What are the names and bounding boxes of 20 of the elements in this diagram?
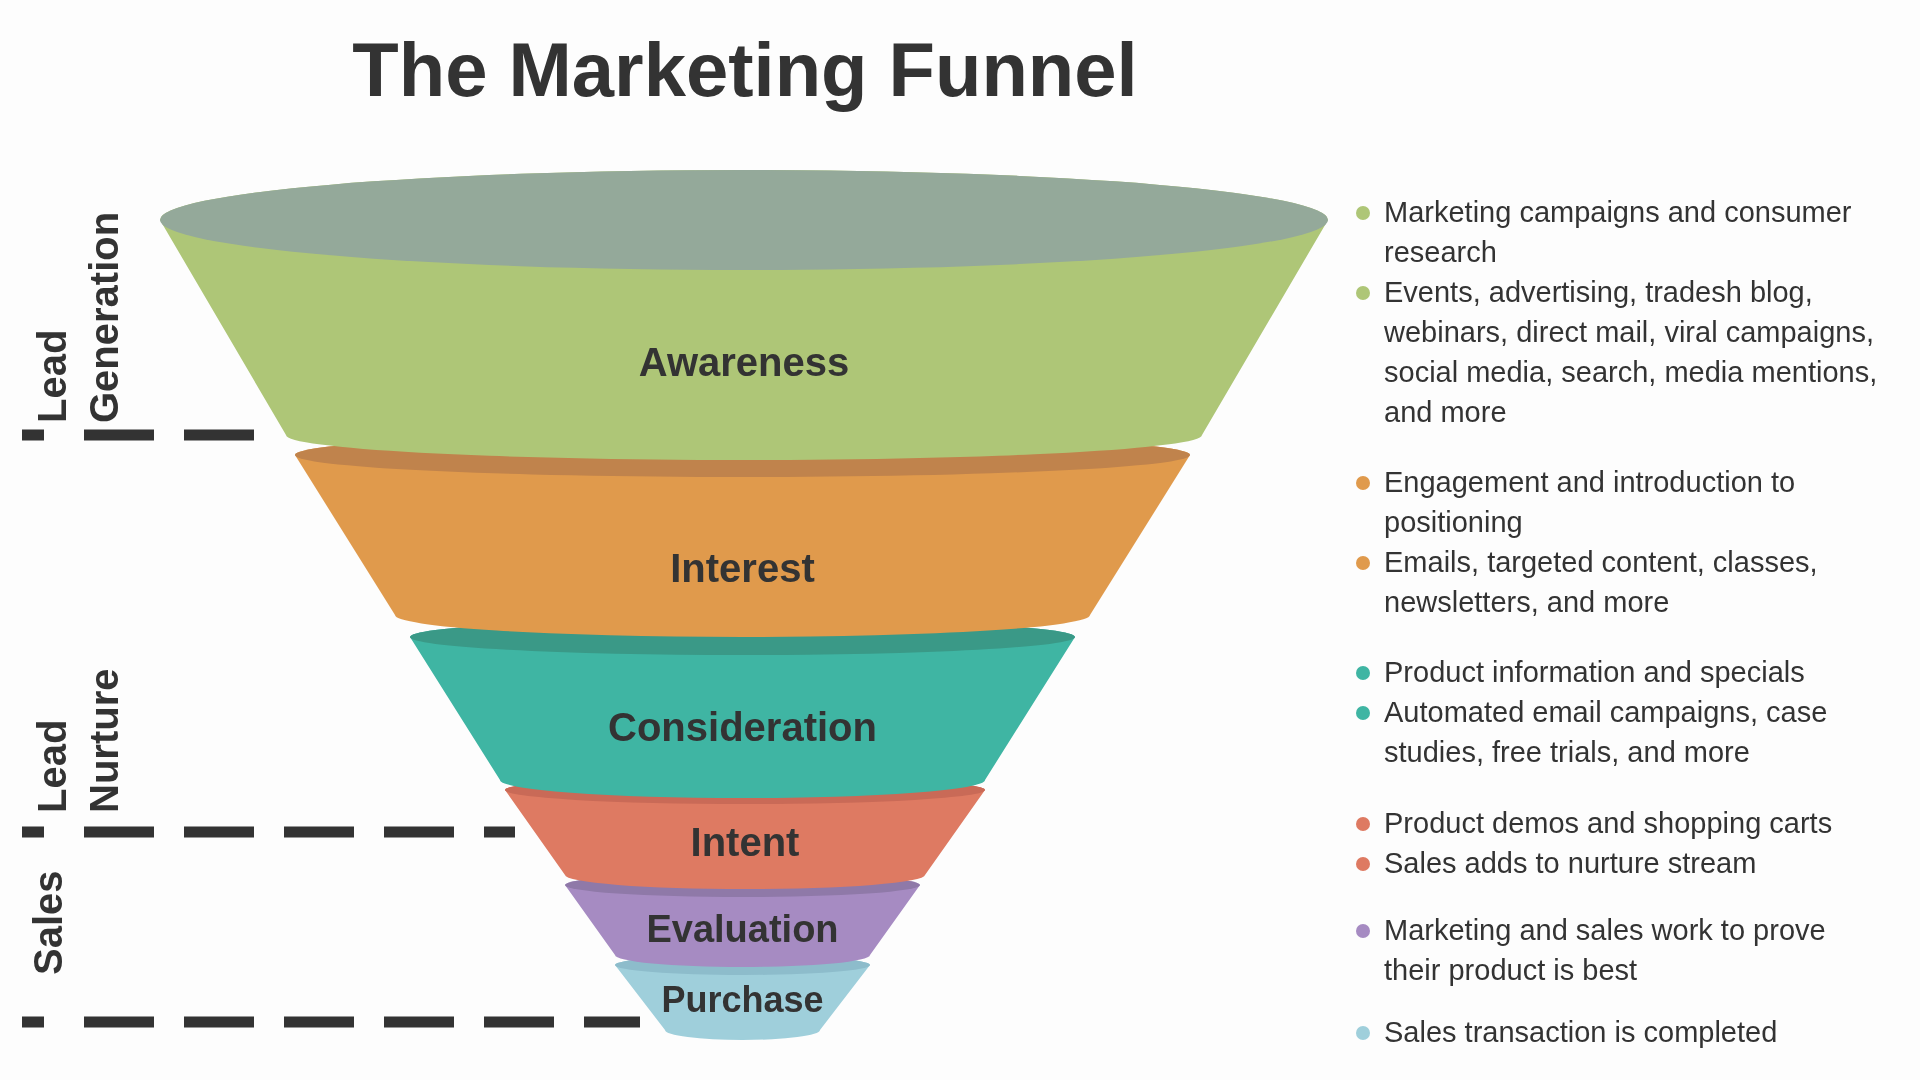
phase-label: Lead Nurture — [29, 667, 127, 813]
stage-label: Interest — [670, 545, 815, 591]
bullet-text: Product demos and shopping carts — [1384, 807, 1833, 839]
bullet-text: Events, advertising, tradesh blog, webinars, direct mail, viral campaigns, social media, search, media mentions, and more — [1384, 276, 1878, 428]
stage-label: Intent — [690, 819, 800, 865]
bullet-text: Emails, targeted content, classes, newsletters, and more — [1384, 546, 1818, 618]
bullet-text: Engagement and introduction to positioning — [1384, 466, 1796, 538]
bullet-text: Sales adds to nurture stream — [1384, 847, 1757, 879]
stage-label: Evaluation — [646, 907, 839, 951]
bullet-text: Product information and specials — [1384, 656, 1805, 688]
stage-label: Awareness — [638, 339, 850, 385]
bullet-text: Sales transaction is completed — [1384, 1016, 1778, 1048]
stage-label: Purchase — [661, 979, 824, 1021]
stage-label: Consideration — [608, 704, 877, 750]
bullet-text: Marketing and sales work to prove their product is best — [1384, 914, 1826, 986]
bullet-text: Marketing campaigns and consumer research — [1384, 196, 1852, 268]
phase-label: Lead Generation — [29, 210, 127, 423]
title: The Marketing Funnel — [351, 28, 1139, 112]
bullet-text: Automated email campaigns, case studies, free trials, and more — [1384, 696, 1828, 768]
phase-label: Sales — [25, 869, 71, 975]
